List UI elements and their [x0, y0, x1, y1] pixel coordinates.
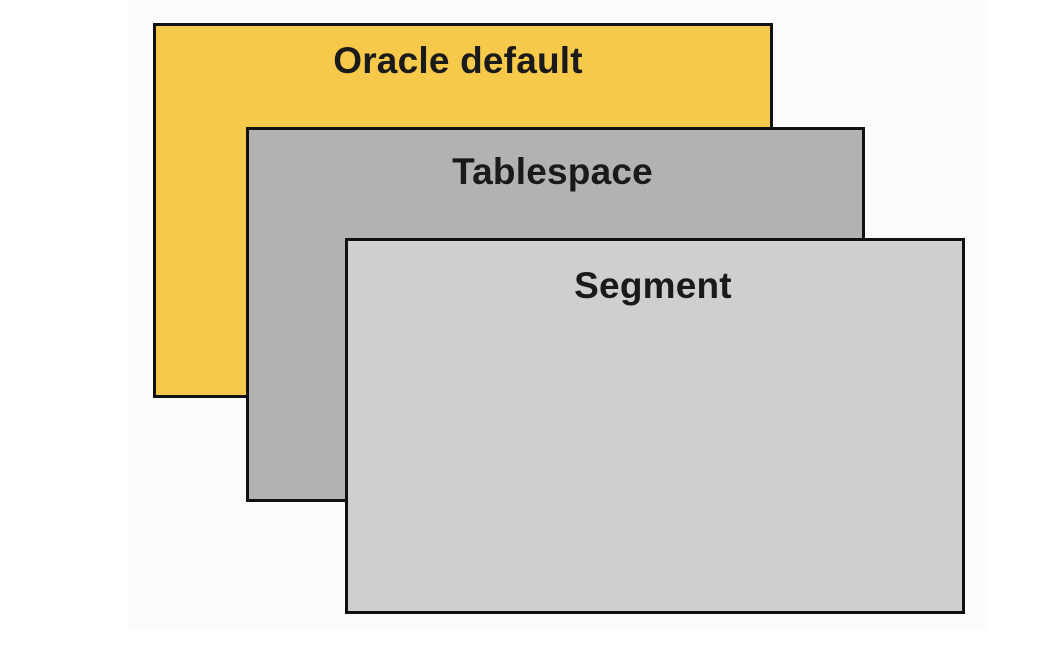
tablespace-label: Tablespace — [452, 151, 653, 192]
oracle-default-label: Oracle default — [333, 40, 583, 81]
segment-label: Segment — [574, 265, 732, 306]
segment-layer: Segment — [345, 238, 965, 614]
